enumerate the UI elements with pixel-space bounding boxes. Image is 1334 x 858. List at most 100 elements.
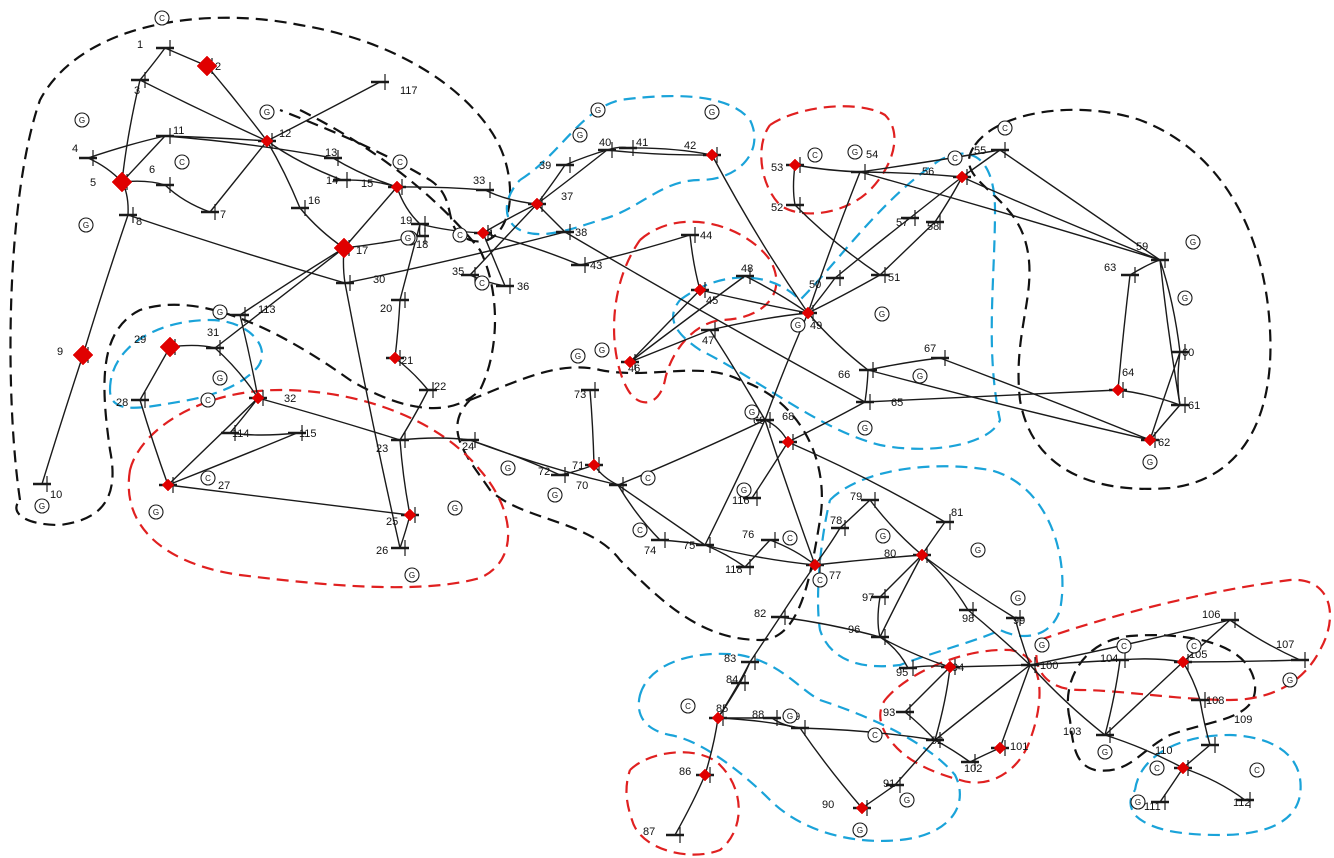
bus-48[interactable]: 48	[736, 263, 754, 284]
bus-75[interactable]: 75	[683, 537, 714, 553]
bus-78[interactable]: 78	[830, 515, 849, 536]
bus-31[interactable]: 31	[206, 327, 224, 356]
bus-76[interactable]: 76	[742, 529, 779, 548]
bus-4[interactable]: 4	[72, 143, 97, 166]
bus-102[interactable]: 102	[961, 754, 982, 775]
bus-84[interactable]: 84	[726, 674, 749, 691]
bus-115[interactable]: 115	[288, 425, 317, 441]
marker-diamond-110[interactable]	[1176, 761, 1190, 775]
bus-65[interactable]: 65	[856, 394, 903, 410]
bus-87[interactable]: 87	[643, 826, 684, 843]
bus-117[interactable]: 117	[371, 74, 418, 97]
marker-diamond-17[interactable]	[333, 237, 355, 259]
marker-diamond-12[interactable]	[260, 134, 274, 148]
marker-diamond-85[interactable]	[711, 711, 725, 725]
marker-diamond-101[interactable]	[993, 741, 1007, 755]
bus-43[interactable]: 43	[571, 257, 602, 273]
bus-64[interactable]: 64	[1109, 367, 1134, 398]
marker-diamond-68[interactable]	[781, 435, 795, 449]
marker-diamond-21[interactable]	[388, 351, 402, 365]
bus-26[interactable]: 26	[376, 540, 409, 557]
bus-61[interactable]: 61	[1171, 397, 1200, 413]
bus-52[interactable]: 52	[771, 197, 804, 214]
bus-1[interactable]: 1	[137, 39, 174, 56]
bus-114[interactable]: 114	[221, 425, 250, 441]
bus-11[interactable]: 11	[156, 125, 184, 144]
bus-10[interactable]: 10	[33, 476, 62, 501]
bus-59[interactable]: 59	[1136, 241, 1169, 268]
bus-116[interactable]: 116	[732, 490, 761, 507]
bus-98[interactable]: 98	[959, 602, 977, 625]
bus-51[interactable]: 51	[871, 267, 900, 284]
bus-41[interactable]: 41	[619, 137, 648, 156]
bus-63[interactable]: 63	[1104, 262, 1139, 283]
marker-diamond-15[interactable]	[390, 180, 404, 194]
bus-81[interactable]: 81	[936, 507, 963, 530]
bus-106[interactable]: 106	[1202, 609, 1239, 628]
marker-diamond-64[interactable]	[1111, 383, 1125, 397]
bus-96[interactable]: 96	[848, 624, 889, 645]
marker-diamond-56[interactable]	[955, 170, 969, 184]
marker-diamond-25[interactable]	[403, 508, 417, 522]
marker-diamond-42[interactable]	[705, 148, 719, 162]
marker-diamond-2[interactable]	[196, 55, 218, 77]
bus-6[interactable]: 6	[149, 164, 174, 193]
bus-92[interactable]: 92	[926, 732, 944, 748]
marker-diamond-105[interactable]	[1176, 655, 1190, 669]
bus-23[interactable]: 23	[376, 432, 409, 455]
marker-diamond-45[interactable]	[693, 283, 707, 297]
bus-109[interactable]: 109	[1201, 714, 1252, 753]
marker-diamond-86[interactable]	[698, 768, 712, 782]
bus-55[interactable]: 55	[974, 142, 1009, 158]
bus-95[interactable]: 95	[896, 660, 917, 679]
bus-66[interactable]: 66	[838, 362, 877, 381]
marker-diamond-71[interactable]	[587, 458, 601, 472]
bus-99[interactable]: 99	[1006, 610, 1025, 627]
marker-diamond-27[interactable]	[161, 478, 175, 492]
bus-16[interactable]: 16	[291, 195, 320, 216]
bus-38[interactable]: 38	[556, 224, 587, 240]
bus-108[interactable]: 108	[1191, 692, 1224, 708]
bus-36[interactable]: 36	[496, 278, 529, 294]
bus-7[interactable]: 7	[201, 204, 226, 221]
marker-diamond-29[interactable]	[159, 336, 181, 358]
bus-30[interactable]: 30	[336, 274, 385, 291]
bus-8[interactable]: 8	[119, 207, 142, 228]
bus-103[interactable]: 103	[1063, 726, 1114, 743]
marker-diamond-46[interactable]	[623, 355, 637, 369]
bus-118[interactable]: 118	[725, 559, 754, 576]
bus-73[interactable]: 73	[574, 382, 599, 401]
marker-diamond-37[interactable]	[530, 197, 544, 211]
marker-diamond-77[interactable]	[808, 558, 822, 572]
marker-diamond-80[interactable]	[915, 548, 929, 562]
bus-104[interactable]: 104	[1100, 652, 1129, 668]
bus-67[interactable]: 67	[924, 343, 949, 366]
bus-60[interactable]: 60	[1171, 344, 1194, 360]
marker-diamond-53[interactable]	[788, 158, 802, 172]
bus-97[interactable]: 97	[862, 589, 889, 605]
marker-diamond-32[interactable]	[251, 391, 265, 405]
bus-72[interactable]: 72	[538, 466, 569, 483]
bus-54[interactable]: 54	[851, 149, 878, 180]
marker-diamond-90[interactable]	[855, 801, 869, 815]
bus-70[interactable]: 70	[576, 477, 627, 493]
bus-93[interactable]: 93	[883, 704, 914, 720]
bus-79[interactable]: 79	[850, 491, 879, 508]
bus-20[interactable]: 20	[380, 292, 409, 315]
bus-35[interactable]: 35	[452, 266, 479, 283]
bus-82[interactable]: 82	[754, 608, 789, 625]
bus-19[interactable]: 19	[400, 215, 429, 232]
bus-28[interactable]: 28	[116, 392, 149, 409]
bus-50[interactable]: 50	[809, 270, 844, 291]
marker-diamond-49[interactable]	[801, 306, 815, 320]
bus-24[interactable]: 24	[461, 432, 479, 453]
bus-111[interactable]: 111	[1144, 794, 1169, 813]
marker-diamond-94[interactable]	[943, 660, 957, 674]
bus-42[interactable]: 42	[684, 140, 721, 163]
bus-88[interactable]: 88	[752, 709, 781, 726]
marker-diamond-9[interactable]	[72, 344, 94, 366]
marker-diamond-5[interactable]	[111, 171, 133, 193]
bus-40[interactable]: 40	[598, 137, 616, 158]
bus-14[interactable]: 14	[326, 172, 351, 188]
bus-3[interactable]: 3	[131, 72, 149, 97]
